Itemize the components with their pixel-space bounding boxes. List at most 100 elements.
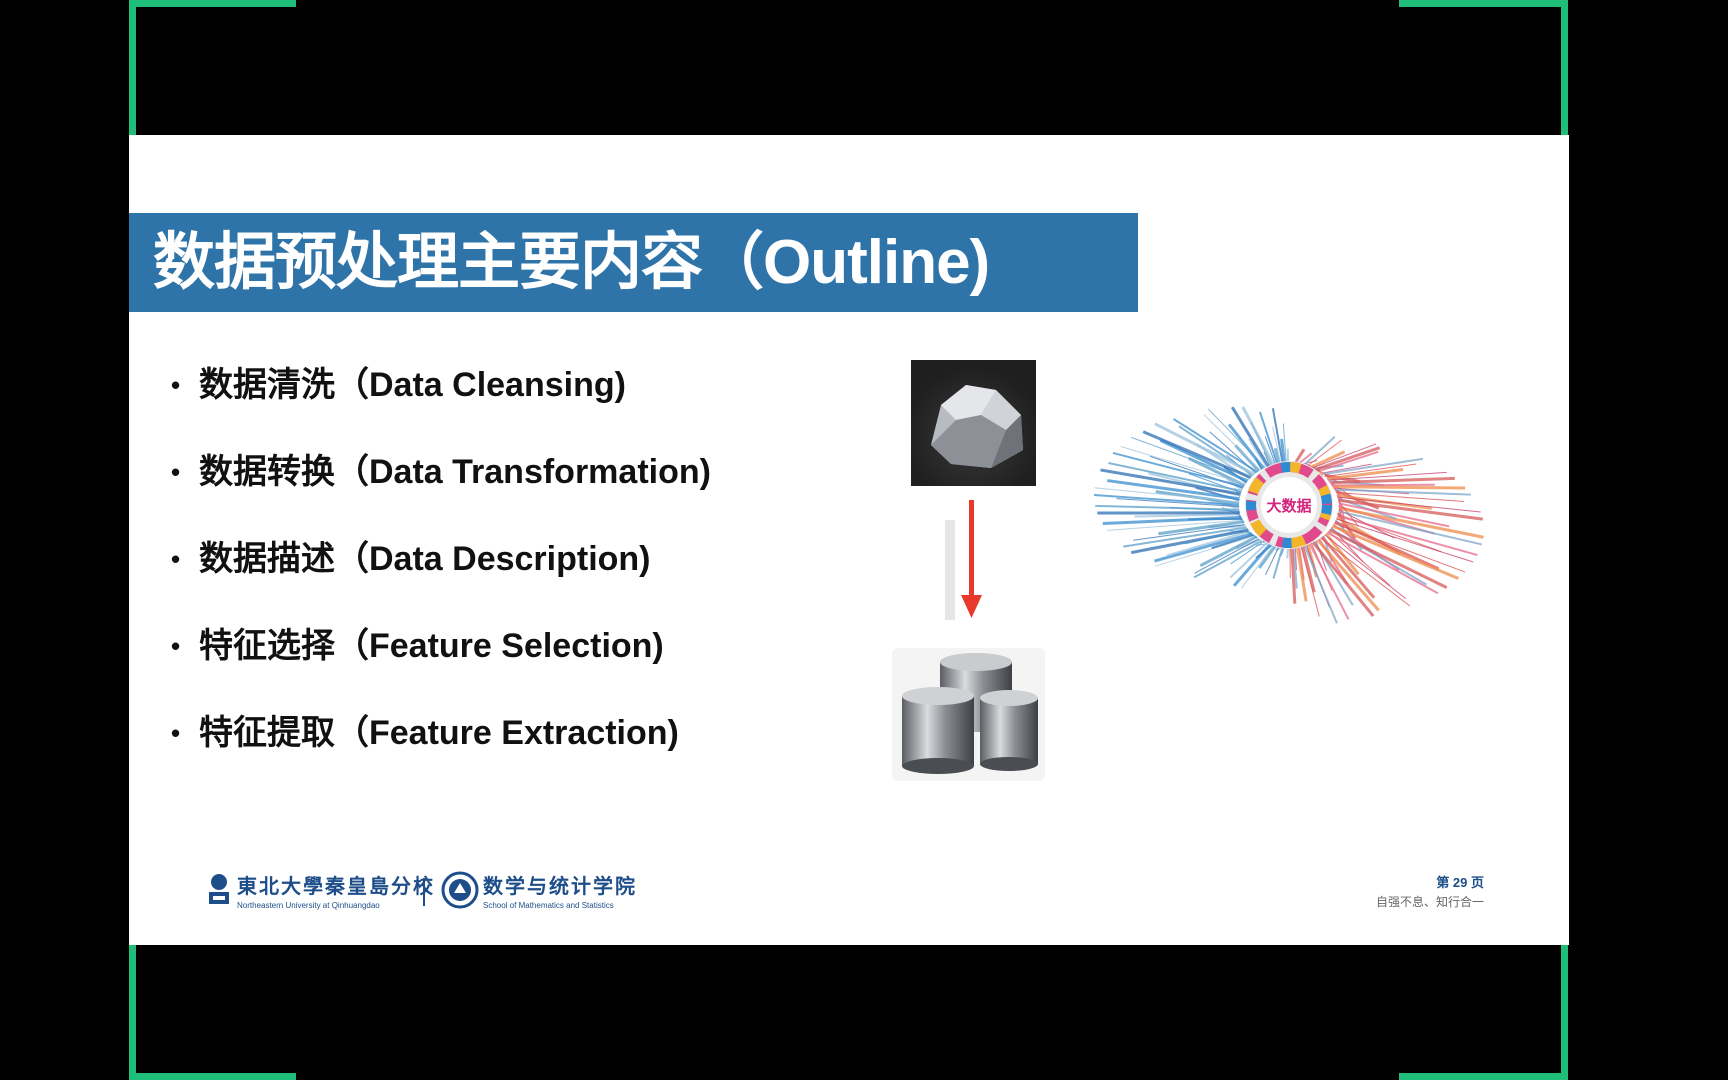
bigdata-ray xyxy=(1093,494,1240,506)
bigdata-ray xyxy=(1300,546,1320,617)
footer: 東北大學秦皇島分校 Northeastern University at Qin… xyxy=(205,870,1569,920)
bigdata-ray xyxy=(1307,439,1342,467)
bigdata-ray xyxy=(1272,426,1282,464)
bigdata-ray xyxy=(1334,485,1466,490)
bigdata-cloud-image: 大数据 xyxy=(1089,405,1489,630)
list-item-text: 数据转换（Data Transformation) xyxy=(199,453,711,491)
bigdata-ray xyxy=(1290,547,1297,604)
presentation-slide: 数据预处理主要内容（Outline) •数据清洗（Data Cleansing)… xyxy=(129,135,1569,945)
bigdata-ray xyxy=(1107,479,1240,501)
bigdata-ray xyxy=(1335,488,1471,496)
bigdata-ray xyxy=(1333,483,1435,487)
bullet-dot: • xyxy=(171,544,181,574)
bigdata-ray xyxy=(1326,531,1439,595)
frame-corner-bottom-right-h xyxy=(1399,1073,1567,1080)
bigdata-ray xyxy=(1108,462,1242,493)
bigdata-ray xyxy=(1173,418,1258,473)
bullet-dot: • xyxy=(171,370,181,400)
bullet-dot: • xyxy=(171,718,181,748)
bigdata-ray xyxy=(1333,522,1466,573)
bigdata-ray xyxy=(1320,535,1376,599)
bigdata-ray xyxy=(1336,518,1474,563)
bigdata-ray xyxy=(1241,545,1274,589)
bigdata-ray xyxy=(1310,450,1346,469)
bigdata-ray xyxy=(1325,463,1417,477)
bigdata-ray xyxy=(1295,546,1308,602)
bigdata-ray xyxy=(1203,414,1261,471)
list-item: • 特征选择（Feature Selection) xyxy=(169,626,711,713)
bigdata-ray xyxy=(1301,545,1316,593)
bigdata-ray xyxy=(1336,493,1346,520)
bigdata-ray xyxy=(1230,406,1270,468)
bigdata-ray xyxy=(1338,502,1450,528)
bigdata-ray xyxy=(1258,411,1279,465)
school-emblem-icon xyxy=(441,871,479,909)
bigdata-ray xyxy=(1331,524,1460,580)
bigdata-ray xyxy=(1271,408,1284,464)
bigdata-ray xyxy=(1338,498,1483,521)
frame-corner-top-left-h xyxy=(129,0,296,7)
bigdata-ray xyxy=(1338,510,1483,546)
list-item-text: 特征选择（Feature Selection) xyxy=(199,627,664,665)
bigdata-ray xyxy=(1338,506,1484,539)
bigdata-ray xyxy=(1211,533,1254,550)
page-number: 第 29 页 xyxy=(1436,875,1484,890)
bigdata-ray xyxy=(1320,537,1411,607)
bigdata-ray xyxy=(1230,541,1264,565)
bigdata-ray xyxy=(1130,528,1249,555)
bigdata-ray xyxy=(1315,446,1381,471)
list-item: • 数据转换（Data Transformation) xyxy=(169,452,711,539)
bigdata-ray xyxy=(1328,528,1448,589)
school-logo: 数学与统计学院 School of Mathematics and Statis… xyxy=(441,870,637,910)
bigdata-ray xyxy=(1199,535,1257,568)
bigdata-ray xyxy=(1328,530,1391,586)
bigdata-ray xyxy=(1094,487,1240,503)
bigdata-ray xyxy=(1321,463,1372,474)
university-emblem-icon xyxy=(209,874,229,904)
list-item: •特征提取（Feature Extraction) xyxy=(169,713,711,800)
frame-corner-top-right-v xyxy=(1561,0,1568,168)
motto-text: 自强不息、知行合一 xyxy=(1375,895,1484,909)
bigdata-ray xyxy=(1308,543,1350,620)
bigdata-ray xyxy=(1100,468,1241,496)
list-item: • 数据清洗（Data Cleansing) xyxy=(169,365,711,452)
bigdata-ray xyxy=(1154,422,1256,476)
bigdata-ray xyxy=(1116,498,1240,508)
metal-cylinders-image xyxy=(892,648,1045,781)
bigdata-ray xyxy=(1336,492,1464,502)
bigdata-ray xyxy=(1329,471,1447,481)
bigdata-ray xyxy=(1312,443,1377,469)
bigdata-ray xyxy=(1120,446,1246,485)
school-name: 数学与统计学院 xyxy=(483,874,637,898)
bigdata-ray xyxy=(1166,530,1250,557)
bullet-dot: • xyxy=(171,457,181,487)
bigdata-ray xyxy=(1241,406,1275,466)
bigdata-ray xyxy=(1263,451,1271,466)
bigdata-ray xyxy=(1298,452,1313,465)
bigdata-ray xyxy=(1338,496,1481,513)
bigdata-ray xyxy=(1154,535,1255,567)
bigdata-ray xyxy=(1280,438,1286,463)
bullet-dot: • xyxy=(171,631,181,661)
bigdata-ray xyxy=(1154,532,1253,563)
bigdata-ray xyxy=(1323,457,1424,476)
bigdata-ray xyxy=(1303,545,1338,624)
university-name: 東北大學秦皇島分校 xyxy=(237,874,435,898)
bigdata-ray xyxy=(1316,538,1380,612)
frame-corner-bottom-right-v xyxy=(1561,912,1568,1080)
bigdata-ray xyxy=(1158,520,1244,536)
bigdata-ray xyxy=(1131,436,1249,481)
bigdata-ray xyxy=(1303,436,1336,466)
bigdata-ray xyxy=(1184,528,1248,545)
list-item-text: 数据描述（Data Description) xyxy=(199,540,651,578)
bigdata-ray xyxy=(1248,438,1268,468)
down-arrow-icon xyxy=(929,500,1009,630)
bigdata-ray xyxy=(1134,513,1241,518)
ore-image xyxy=(911,360,1036,486)
bigdata-ray xyxy=(1232,543,1272,587)
bigdata-ray xyxy=(1286,547,1290,559)
university-logo: 東北大學秦皇島分校 Northeastern University at Qin… xyxy=(205,870,435,910)
bigdata-ray xyxy=(1227,423,1265,470)
list-item-text: 数据清洗（Data Cleansing) xyxy=(199,366,626,404)
frame-corner-bottom-left-v xyxy=(129,912,136,1080)
